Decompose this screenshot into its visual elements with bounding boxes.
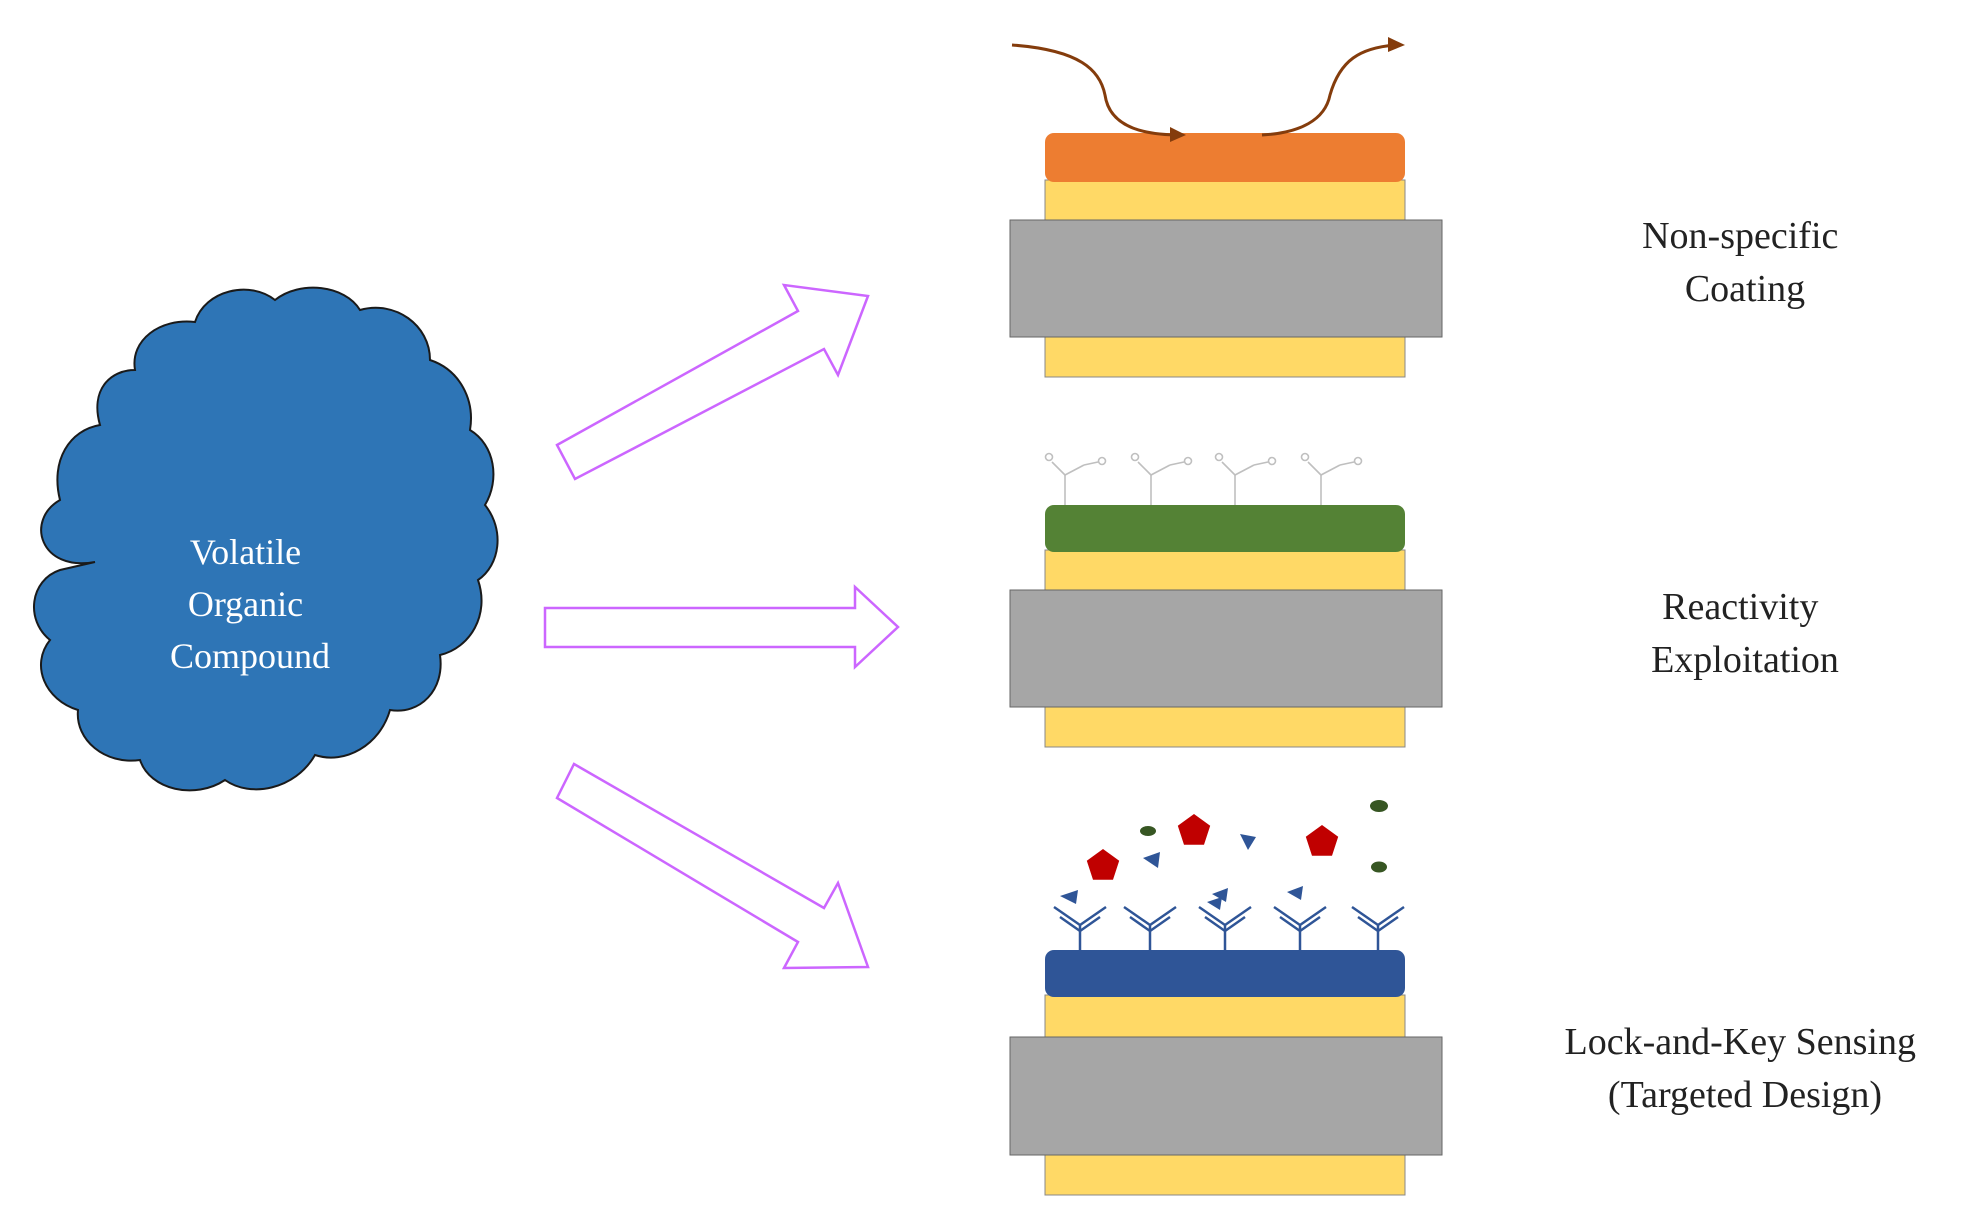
svg-text:Reactivity Exploitation: Reactivity Exploitation xyxy=(1651,586,1839,681)
label-reactivity-line-1: Reactivity xyxy=(1662,586,1818,628)
substrate xyxy=(1009,589,1443,708)
functional-group xyxy=(1300,452,1363,505)
svg-text:Volatile Organic C: Volatile Organic Compound xyxy=(170,532,330,676)
diffusion-path-out xyxy=(1261,43,1396,137)
voc-cloud: Volatile Organic Compound xyxy=(33,286,499,792)
receptor-antibody xyxy=(1198,905,1252,950)
cloud-label-line-3: Compound xyxy=(170,636,330,676)
label-lock-key-line-2: (Targeted Design) xyxy=(1608,1074,1882,1116)
receptor-antibody xyxy=(1123,905,1177,950)
electrode-top xyxy=(1044,179,1406,223)
sensor-stack-nonspecific xyxy=(1009,133,1443,378)
electrode-top xyxy=(1044,549,1406,593)
svg-text:Lock-and-Key Sensing (Ta: Lock-and-Key Sensing (Targeted Design) xyxy=(1565,1021,1926,1116)
coating-layer xyxy=(1045,950,1405,997)
arrow-to-lock-key xyxy=(555,762,870,970)
triangle-analyte xyxy=(1143,852,1160,868)
functional-groups xyxy=(1044,452,1363,505)
label-lock-key-line-1: Lock-and-Key Sensing xyxy=(1565,1021,1916,1063)
cloud-shape xyxy=(33,286,499,792)
arrow-to-nonspecific xyxy=(555,283,870,481)
pentagon-analyte xyxy=(1177,814,1211,845)
coating-layer xyxy=(1045,133,1405,182)
analytes xyxy=(1060,800,1388,910)
diffusion-arrowhead-out xyxy=(1388,37,1405,52)
arrows xyxy=(543,283,900,970)
pentagon-analyte xyxy=(1086,849,1120,880)
receptor-antibody xyxy=(1351,905,1405,950)
cloud-label-line-2: Organic xyxy=(188,584,303,624)
triangle-analyte xyxy=(1060,890,1078,904)
electrode-bottom xyxy=(1044,1152,1406,1196)
ellipse-analyte xyxy=(1371,861,1387,873)
electrode-top xyxy=(1044,994,1406,1038)
triangle-analyte xyxy=(1240,834,1256,850)
receptor-antibody xyxy=(1273,905,1327,950)
sensor-stack-lock-key xyxy=(1009,950,1443,1196)
label-nonspecific-line-2: Coating xyxy=(1685,268,1805,310)
label-reactivity-line-2: Exploitation xyxy=(1651,639,1839,681)
sensor-stack-reactivity xyxy=(1009,505,1443,748)
triangle-analyte xyxy=(1207,897,1222,910)
triangle-analyte xyxy=(1212,888,1228,902)
cloud-label-line-1: Volatile xyxy=(190,532,301,572)
arrow-to-reactivity xyxy=(543,584,900,670)
diffusion-arrow xyxy=(1011,37,1405,142)
receptors xyxy=(1053,905,1405,950)
diffusion-path-in xyxy=(1011,43,1181,137)
functional-group xyxy=(1214,452,1277,505)
ellipse-analyte xyxy=(1140,826,1156,836)
label-nonspecific-line-1: Non-specific xyxy=(1642,215,1838,257)
receptor-antibody xyxy=(1053,905,1107,950)
coating-layer xyxy=(1045,505,1405,552)
diffusion-arrowhead-in xyxy=(1170,127,1186,142)
pentagon-analyte xyxy=(1305,825,1339,856)
triangle-analyte xyxy=(1287,886,1303,900)
electrode-bottom xyxy=(1044,704,1406,748)
ellipse-analyte xyxy=(1370,800,1388,812)
svg-text:Non-specific Coating: Non-specific Coating xyxy=(1642,215,1848,310)
functional-group xyxy=(1044,452,1107,505)
functional-group xyxy=(1130,452,1193,505)
electrode-bottom xyxy=(1044,334,1406,378)
substrate xyxy=(1009,1036,1443,1156)
substrate xyxy=(1009,219,1443,338)
